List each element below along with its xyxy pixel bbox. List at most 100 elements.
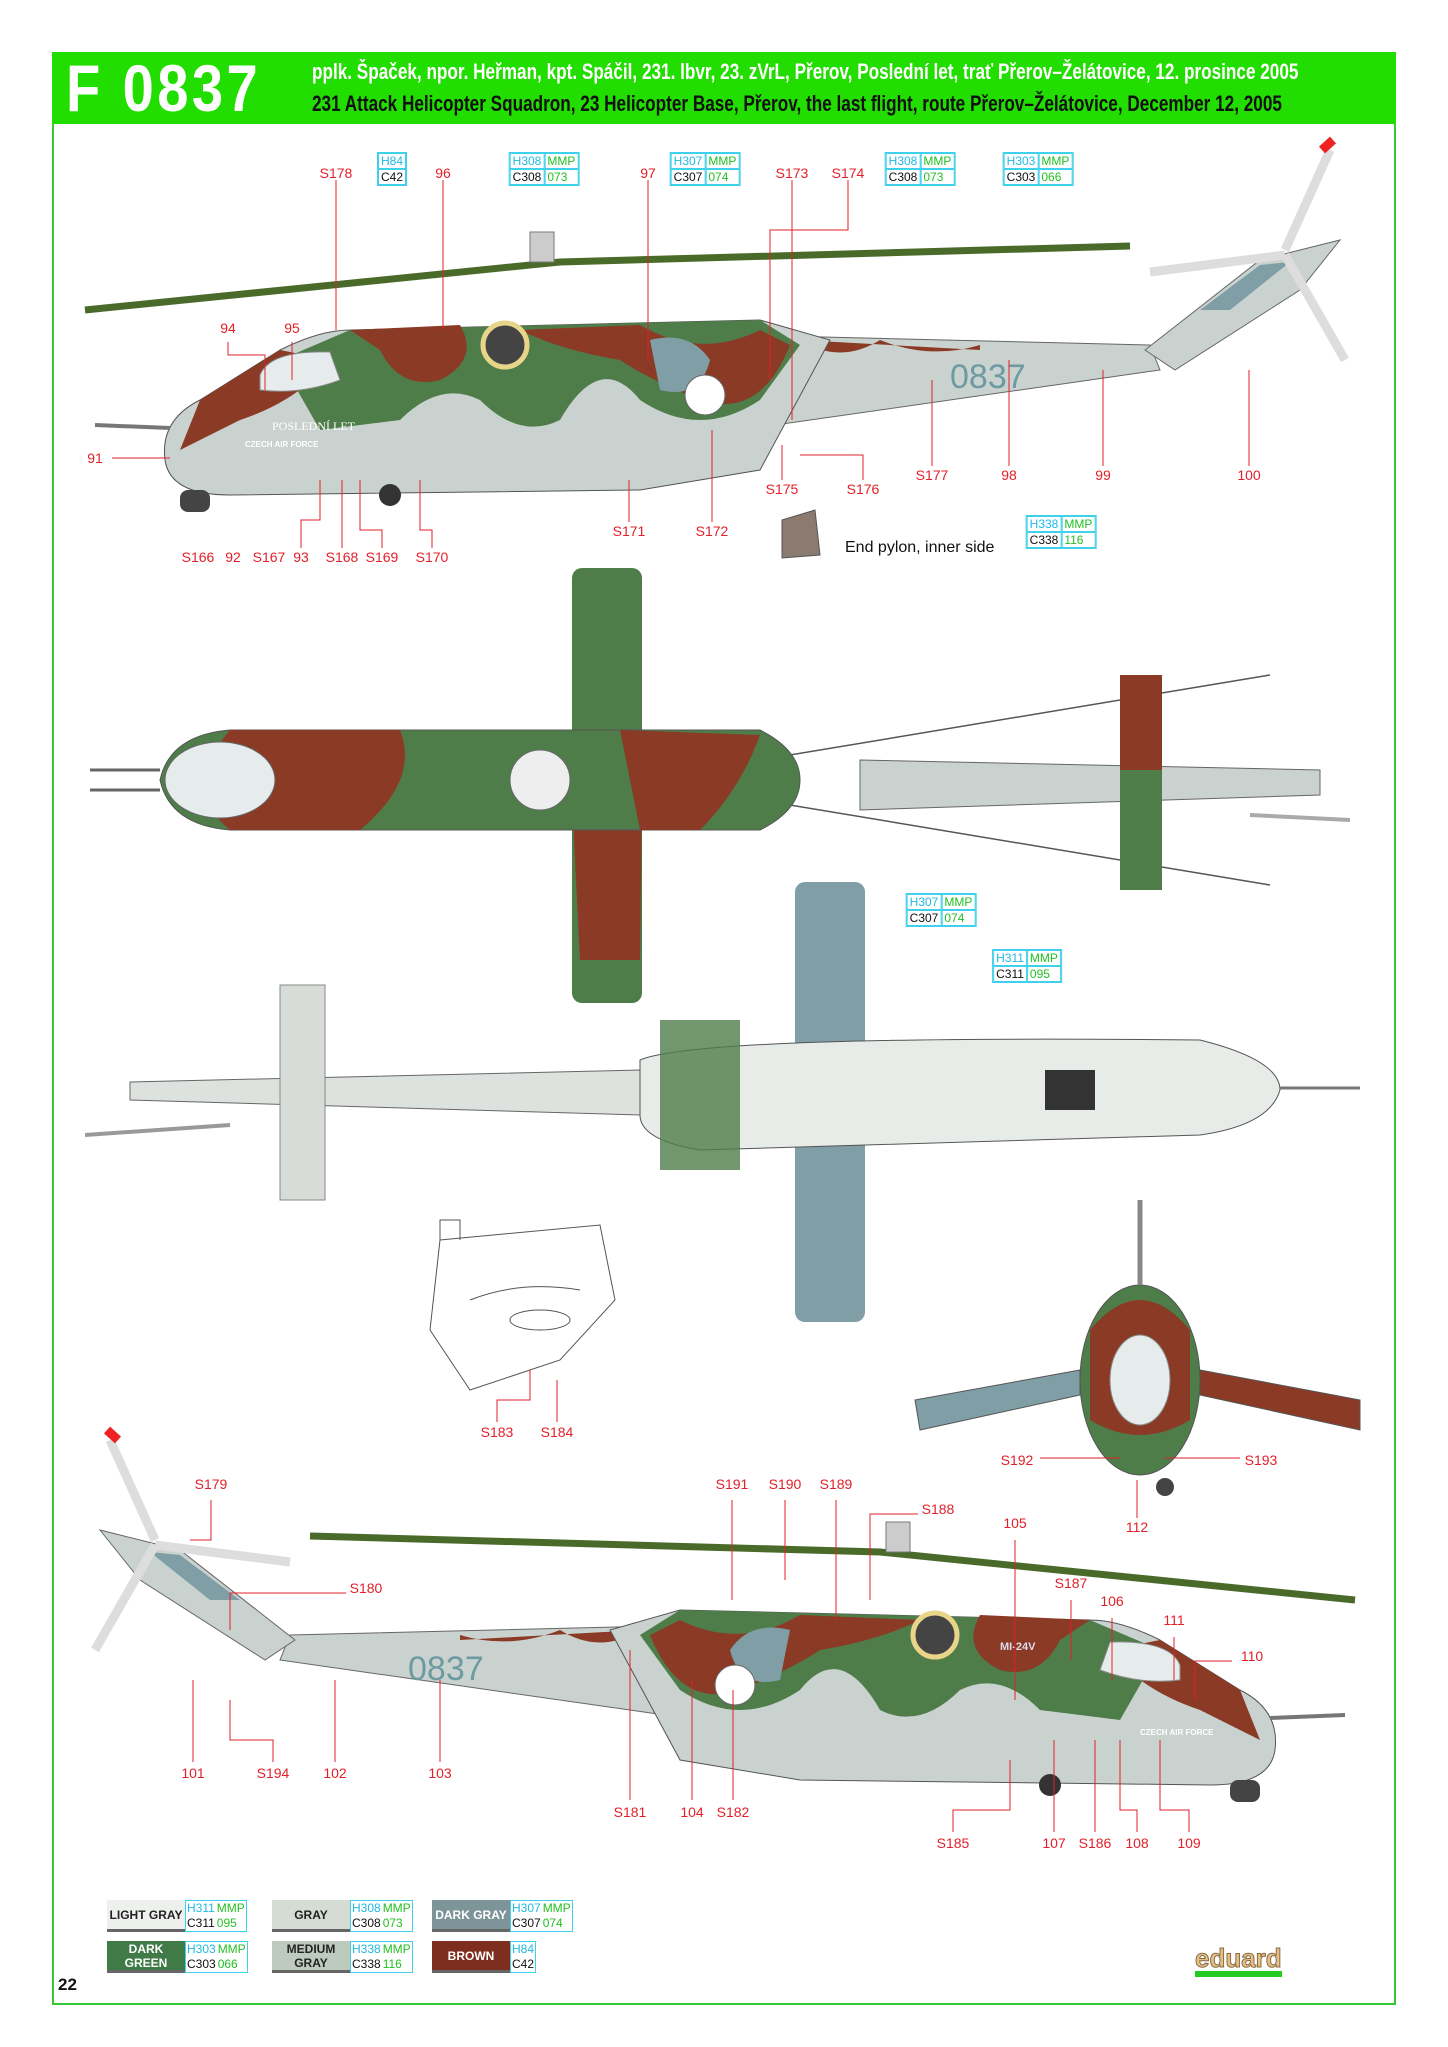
callout-label: S182 xyxy=(716,1804,750,1820)
nose-text-force-right: CZECH AIR FORCE xyxy=(1140,1728,1214,1737)
callout-label: S166 xyxy=(181,549,215,565)
callout-label: S179 xyxy=(194,1476,228,1492)
legend-code-m: MMP xyxy=(382,1901,411,1915)
callout-label: 96 xyxy=(435,165,451,181)
legend-code-m: MMP xyxy=(382,1942,411,1956)
paint-code-m: MMP xyxy=(1061,516,1096,532)
detail-inset xyxy=(429,1219,616,1391)
paint-code-n: 116 xyxy=(1061,532,1096,548)
side-view-left xyxy=(85,140,1345,512)
legend-code-m: MMP xyxy=(216,1901,245,1915)
callout-label: S194 xyxy=(256,1765,290,1781)
callout-label: 99 xyxy=(1095,467,1111,483)
end-pylon-icon xyxy=(781,509,821,559)
legend-code-c: C42 xyxy=(512,1957,535,1971)
legend-code-m: MMP xyxy=(542,1901,571,1915)
callout-label: 92 xyxy=(225,549,241,565)
legend-code-c: C311 xyxy=(187,1916,215,1930)
legend-code-h: H311 xyxy=(187,1901,215,1915)
paint-code-h: H303 xyxy=(1003,153,1039,169)
callout-label: S187 xyxy=(1054,1575,1088,1591)
legend-color-name: GRAY xyxy=(272,1900,350,1932)
paint-code-c: C308 xyxy=(885,169,921,185)
paint-code-n: 095 xyxy=(1026,966,1061,982)
nose-text-force: CZECH AIR FORCE xyxy=(245,440,319,449)
callout-label: S174 xyxy=(831,165,865,181)
paint-code-c: C338 xyxy=(1026,532,1062,548)
callout-label: S193 xyxy=(1244,1452,1278,1468)
legend-code-h: H84 xyxy=(512,1942,535,1956)
callout-label: S191 xyxy=(715,1476,749,1492)
legend-color-name: LIGHT GRAY xyxy=(107,1900,185,1932)
paint-code-m: MMP xyxy=(1038,153,1073,169)
title-english: 231 Attack Helicopter Squadron, 23 Helic… xyxy=(312,91,1282,116)
legend-color-name: DARK GRAY xyxy=(432,1900,510,1932)
paint-code-h: H308 xyxy=(885,153,921,169)
callout-label: 111 xyxy=(1163,1612,1185,1628)
paint-code-h: H311 xyxy=(993,950,1027,966)
callout-label: S189 xyxy=(819,1476,853,1492)
callout-label: S188 xyxy=(921,1501,955,1517)
paint-code-m: MMP xyxy=(920,153,955,169)
callout-label: S167 xyxy=(252,549,286,565)
callout-label: S169 xyxy=(365,549,399,565)
legend-code-n: 095 xyxy=(216,1916,237,1930)
callout-label: S184 xyxy=(540,1424,574,1440)
legend-code-c: C308 xyxy=(352,1916,381,1930)
paint-code-m: MMP xyxy=(1026,950,1061,966)
callout-label: 107 xyxy=(1042,1835,1066,1851)
legend-color-name: DARK GREEN xyxy=(107,1941,185,1973)
callout-label: S176 xyxy=(846,481,880,497)
callout-label: 104 xyxy=(680,1804,704,1820)
callout-label: S180 xyxy=(349,1580,383,1596)
callout-label: 98 xyxy=(1001,467,1017,483)
callout-label: 106 xyxy=(1100,1593,1124,1609)
end-pylon-note: End pylon, inner side xyxy=(845,539,995,556)
callout-label: 102 xyxy=(323,1765,347,1781)
legend-code-m: MMP xyxy=(217,1942,246,1956)
callout-label: S192 xyxy=(1000,1452,1034,1468)
legend-code-c: C303 xyxy=(187,1957,216,1971)
callout-label: S171 xyxy=(612,523,646,539)
paint-code-h: H84 xyxy=(377,153,407,169)
callout-label: 97 xyxy=(640,165,656,181)
paint-code-h: H307 xyxy=(670,153,706,169)
callout-label: S185 xyxy=(936,1835,970,1851)
header-banner: F 0837 pplk. Špaček, npor. Heřman, kpt. … xyxy=(52,52,1396,124)
callout-label: S183 xyxy=(480,1424,514,1440)
callout-label: 103 xyxy=(428,1765,452,1781)
paint-code-c: C42 xyxy=(377,169,407,185)
legend-color-name: MEDIUM GRAY xyxy=(272,1941,350,1973)
paint-code-n: 074 xyxy=(705,169,740,185)
paint-code-n: 073 xyxy=(920,169,955,185)
callout-label: S173 xyxy=(775,165,809,181)
legend-code-n: 074 xyxy=(542,1916,563,1930)
legend-code-c: C307 xyxy=(512,1916,541,1930)
legend-code-n: 073 xyxy=(382,1916,403,1930)
callout-label: 93 xyxy=(293,549,309,565)
legend-code-n: 066 xyxy=(217,1957,238,1971)
callout-label: 95 xyxy=(284,320,300,336)
top-view xyxy=(90,568,1351,1003)
callout-label: 109 xyxy=(1177,1835,1201,1851)
paint-code-h: H307 xyxy=(906,894,942,910)
nose-text-last-flight: POSLEDNÍ LET xyxy=(272,419,356,433)
legend-code-h: H338 xyxy=(352,1942,381,1956)
legend-code-c: C338 xyxy=(352,1957,381,1971)
legend-code-h: H308 xyxy=(352,1901,381,1915)
legend-code-n: 116 xyxy=(382,1957,402,1971)
paint-code-n: 073 xyxy=(544,169,579,185)
callout-label: 105 xyxy=(1003,1515,1027,1531)
